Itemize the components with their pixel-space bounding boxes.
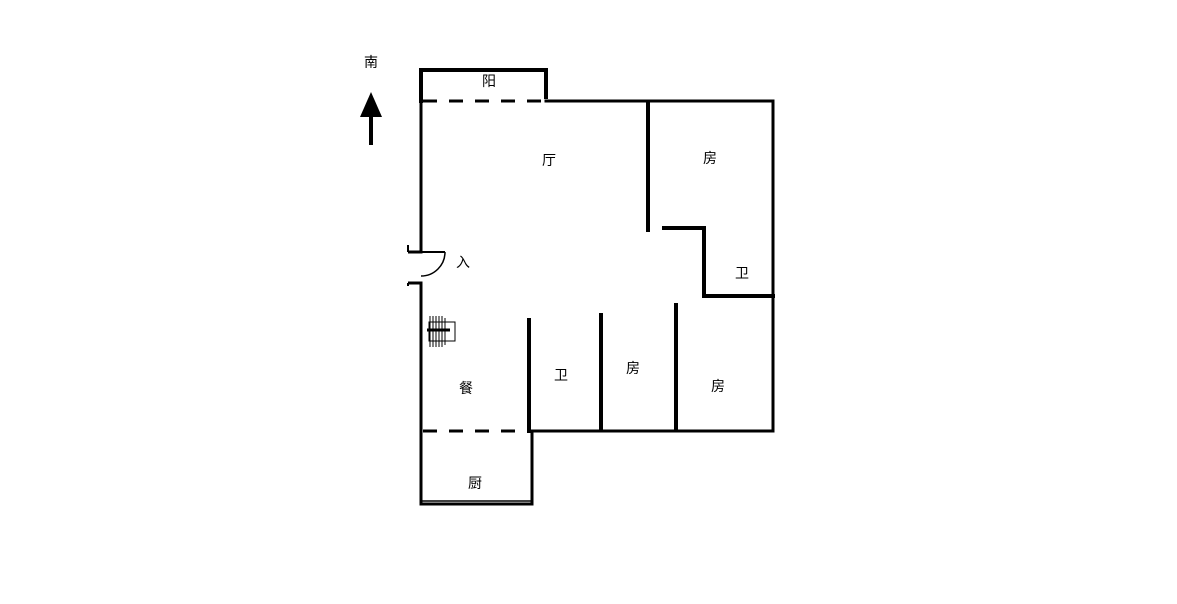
bath-east-wall [662,226,775,298]
room-label-living: 厅 [542,153,556,169]
kitchen-wall [419,429,534,506]
room-label-bedroom-ne: 房 [703,151,717,167]
north-arrow-icon [360,92,382,145]
compass: 南 [360,55,382,145]
room-label-bath-east: 卫 [735,266,749,282]
room-labels: 阳 厅 房 卫 入 餐 卫 房 房 厨 [456,74,749,492]
room-label-bedroom-se: 房 [711,379,725,395]
stair-symbol-icon [427,316,456,347]
entrance-door-icon [407,245,446,286]
compass-label: 南 [364,55,378,71]
room-label-balcony: 阳 [482,74,496,90]
room-label-bedroom-mid: 房 [626,361,640,377]
balcony-wall [419,68,548,103]
room-label-entrance: 入 [456,255,470,271]
walls [419,68,775,506]
room-label-bath-south: 卫 [554,368,568,384]
room-label-kitchen: 厨 [468,476,482,492]
openings [423,99,546,433]
room-label-dining: 餐 [459,381,473,397]
